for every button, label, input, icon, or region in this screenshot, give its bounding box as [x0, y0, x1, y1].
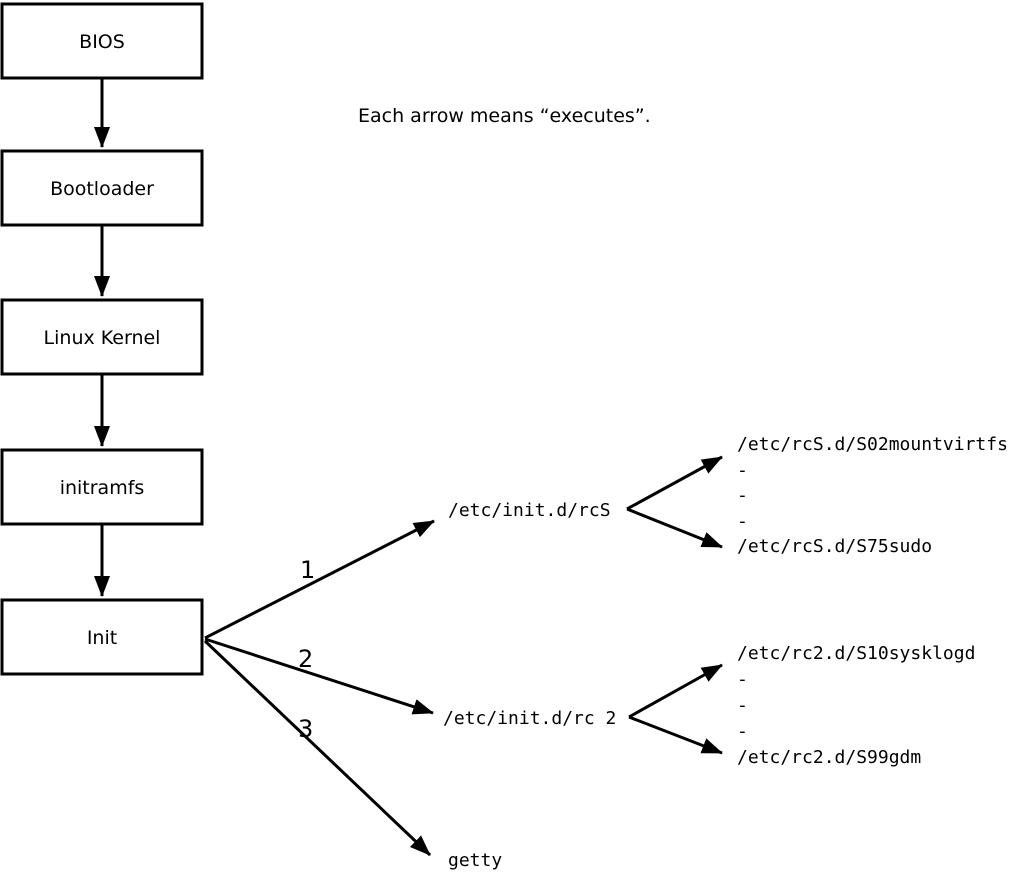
rc2-script-list: /etc/rc2.d/S10sysklogd - - - /etc/rc2.d/… — [737, 643, 975, 768]
node-linux-kernel-label: Linux Kernel — [44, 327, 161, 349]
arrow-rc2-to-S99gdm — [628, 715, 723, 755]
rc2-script-ellipsis: - — [737, 721, 748, 742]
arrow-init-to-rcS — [204, 519, 435, 640]
rcS-script-ellipsis: - — [737, 485, 748, 506]
node-init: Init — [0, 598, 204, 676]
rcS-script-ellipsis: - — [737, 511, 748, 532]
arrow-order-3: 3 — [298, 715, 313, 743]
arrow-init-to-rc2 — [204, 637, 434, 715]
node-bios-box — [0, 2, 204, 80]
diagram-caption: Each arrow means “executes”. — [358, 105, 651, 127]
rc2-script-ellipsis: - — [737, 695, 748, 716]
arrow-rcS-to-S02mountvirtfs — [626, 455, 723, 511]
node-bootloader: Bootloader — [0, 149, 204, 227]
arrow-rc2-to-S10sysklogd — [628, 663, 723, 719]
node-bios-label: BIOS — [79, 31, 125, 53]
rcS-script-item: /etc/rcS.d/S75sudo — [737, 536, 932, 557]
node-init-box — [0, 598, 204, 676]
target-getty-label: getty — [448, 850, 502, 871]
arrow-rcS-to-S75sudo — [626, 507, 723, 549]
node-initramfs-box — [0, 448, 204, 526]
node-initramfs: initramfs — [0, 448, 204, 526]
arrow-init-to-getty — [203, 639, 432, 857]
rc2-script-item: /etc/rc2.d/S99gdm — [737, 747, 921, 768]
arrow-order-2: 2 — [298, 645, 313, 673]
node-linux-kernel: Linux Kernel — [0, 298, 204, 376]
node-bootloader-box — [0, 149, 204, 227]
rcS-script-list: /etc/rcS.d/S02mountvirtfs - - - /etc/rcS… — [737, 434, 1008, 557]
rc2-script-ellipsis: - — [737, 669, 748, 690]
node-initramfs-label: initramfs — [60, 477, 145, 499]
rcS-script-ellipsis: - — [737, 460, 748, 481]
node-bios: BIOS — [0, 2, 204, 80]
rcS-script-item: /etc/rcS.d/S02mountvirtfs — [737, 434, 1008, 455]
target-rc2-label: /etc/init.d/rc 2 — [443, 708, 616, 729]
rc2-script-item: /etc/rc2.d/S10sysklogd — [737, 643, 975, 664]
target-rcS-label: /etc/init.d/rcS — [448, 500, 611, 521]
node-bootloader-label: Bootloader — [50, 178, 154, 200]
arrow-order-1: 1 — [300, 556, 315, 584]
node-init-label: Init — [87, 627, 117, 649]
